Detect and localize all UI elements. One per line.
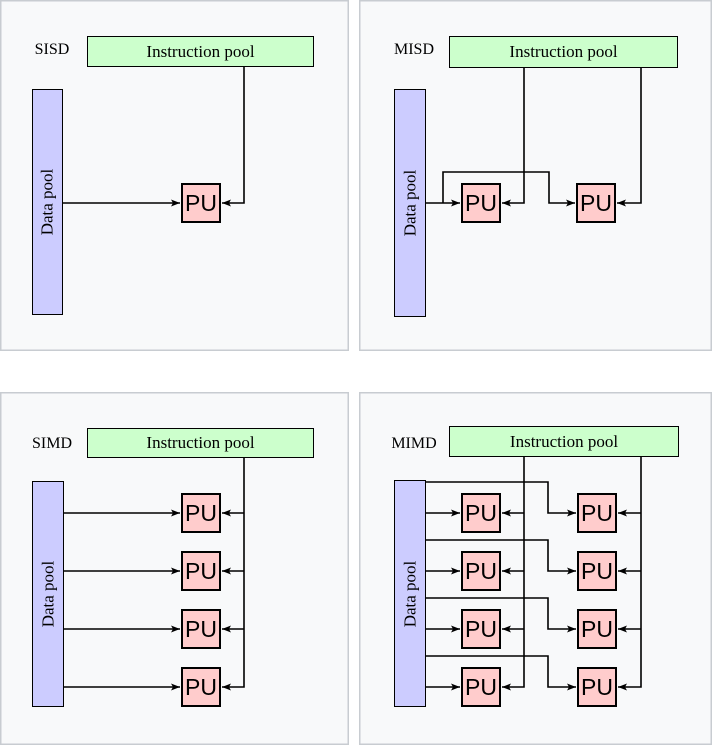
simd-pu-2: PU xyxy=(181,551,221,591)
simd-instruction-trunk xyxy=(222,458,245,691)
simd-data-pool: Data pool xyxy=(32,481,64,707)
sisd-instruction-pool: Instruction pool xyxy=(87,36,314,67)
simd-data-pool-label: Data pool xyxy=(38,560,58,628)
simd-wires xyxy=(63,458,245,691)
misd-title: MISD xyxy=(393,41,434,58)
simd-title: SIMD xyxy=(31,435,72,452)
mimd-data-elbow-4 xyxy=(426,655,576,691)
mimd-pu-left-1: PU xyxy=(461,493,501,533)
sisd-instruction-arrow xyxy=(222,66,245,207)
mimd-pu-right-4: PU xyxy=(577,667,617,707)
simd-pu-4: PU xyxy=(181,667,221,707)
misd-instruction-arrow-2 xyxy=(617,67,642,207)
simd-pu-3: PU xyxy=(181,609,221,649)
misd-data-arrow-pu2 xyxy=(442,171,575,207)
simd-instruction-pool: Instruction pool xyxy=(87,428,314,458)
mimd-pu-left-4: PU xyxy=(461,667,501,707)
mimd-title: MIMD xyxy=(391,435,437,452)
mimd-data-elbow-1 xyxy=(426,481,576,517)
sisd-wires xyxy=(63,66,245,207)
misd-wires xyxy=(426,67,642,207)
mimd-instruction-trunk-right xyxy=(618,457,642,691)
mimd-pu-right-3: PU xyxy=(577,609,617,649)
mimd-data-pool-label: Data pool xyxy=(400,560,420,627)
mimd-pu-right-2: PU xyxy=(577,551,617,591)
sisd-data-pool: Data pool xyxy=(32,89,63,315)
misd-pu-2: PU xyxy=(576,183,616,223)
mimd-pu-right-1: PU xyxy=(577,493,617,533)
mimd-instruction-trunk-left xyxy=(502,457,525,691)
panel-mimd: MIMD Instruction pool Data pool PU PU PU… xyxy=(359,392,712,745)
misd-data-pool-label: Data pool xyxy=(400,169,420,237)
panel-sisd: SISD Instruction pool Data pool PU xyxy=(0,0,349,351)
mimd-pu-left-2: PU xyxy=(461,551,501,591)
mimd-data-pool: Data pool xyxy=(394,480,426,707)
mimd-pu-left-3: PU xyxy=(461,609,501,649)
panel-simd: SIMD Instruction pool Data pool PU PU PU… xyxy=(0,392,349,745)
misd-pu-1: PU xyxy=(461,183,501,223)
panel-misd: MISD Instruction pool Data pool PU PU xyxy=(359,0,712,351)
mimd-wires xyxy=(426,457,642,691)
sisd-data-pool-label: Data pool xyxy=(37,168,57,236)
sisd-pu: PU xyxy=(181,183,221,223)
misd-instruction-pool: Instruction pool xyxy=(449,36,678,68)
misd-instruction-arrow-1 xyxy=(502,67,525,207)
simd-pu-1: PU xyxy=(181,493,221,533)
sisd-title: SISD xyxy=(34,41,70,58)
mimd-data-elbow-3 xyxy=(426,597,576,633)
mimd-data-elbow-2 xyxy=(426,539,576,575)
misd-data-pool: Data pool xyxy=(394,89,426,317)
mimd-instruction-pool: Instruction pool xyxy=(449,426,679,457)
